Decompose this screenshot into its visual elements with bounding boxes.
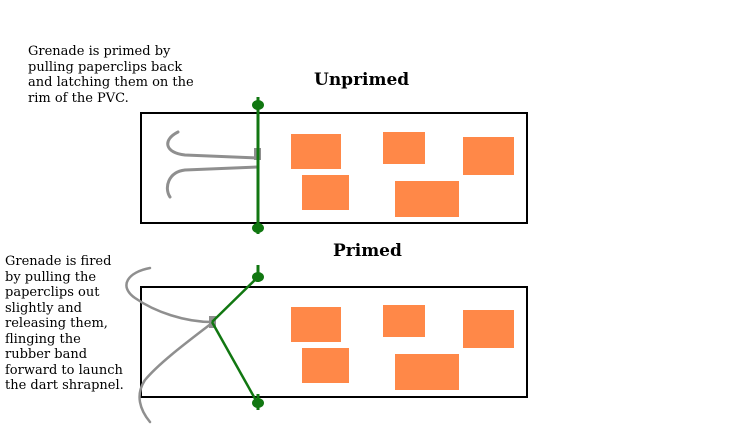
primed-grenade — [125, 265, 528, 424]
dart-shrapnel — [395, 354, 459, 390]
dart-shrapnel — [463, 137, 514, 175]
dart-shrapnel — [463, 310, 514, 348]
band-anchor — [252, 223, 264, 233]
band-anchor — [252, 398, 264, 408]
pvc-body — [140, 286, 528, 398]
dart-shrapnel — [291, 307, 341, 342]
paperclip — [125, 266, 214, 324]
dart-shrapnel — [383, 305, 425, 337]
paperclip — [165, 165, 260, 199]
rubber-band — [211, 276, 259, 323]
unprimed-heading: Unprimed — [314, 70, 410, 90]
pvc-body — [140, 112, 528, 224]
band-anchor — [252, 272, 264, 282]
band-anchor — [252, 100, 264, 110]
paperclip — [166, 130, 260, 160]
paperclip — [138, 321, 214, 424]
priming-note: Grenade is primed by pulling paperclips … — [28, 44, 194, 106]
rubber-band — [210, 321, 260, 405]
dart-shrapnel — [395, 181, 459, 217]
dart-shrapnel — [302, 175, 349, 210]
firing-note: Grenade is fired by pulling the papercli… — [5, 254, 124, 393]
dart-shrapnel — [302, 348, 349, 383]
dart-shrapnel — [383, 132, 425, 164]
unprimed-grenade — [140, 97, 528, 234]
dart-shrapnel — [291, 134, 341, 169]
primed-heading: Primed — [333, 241, 402, 261]
